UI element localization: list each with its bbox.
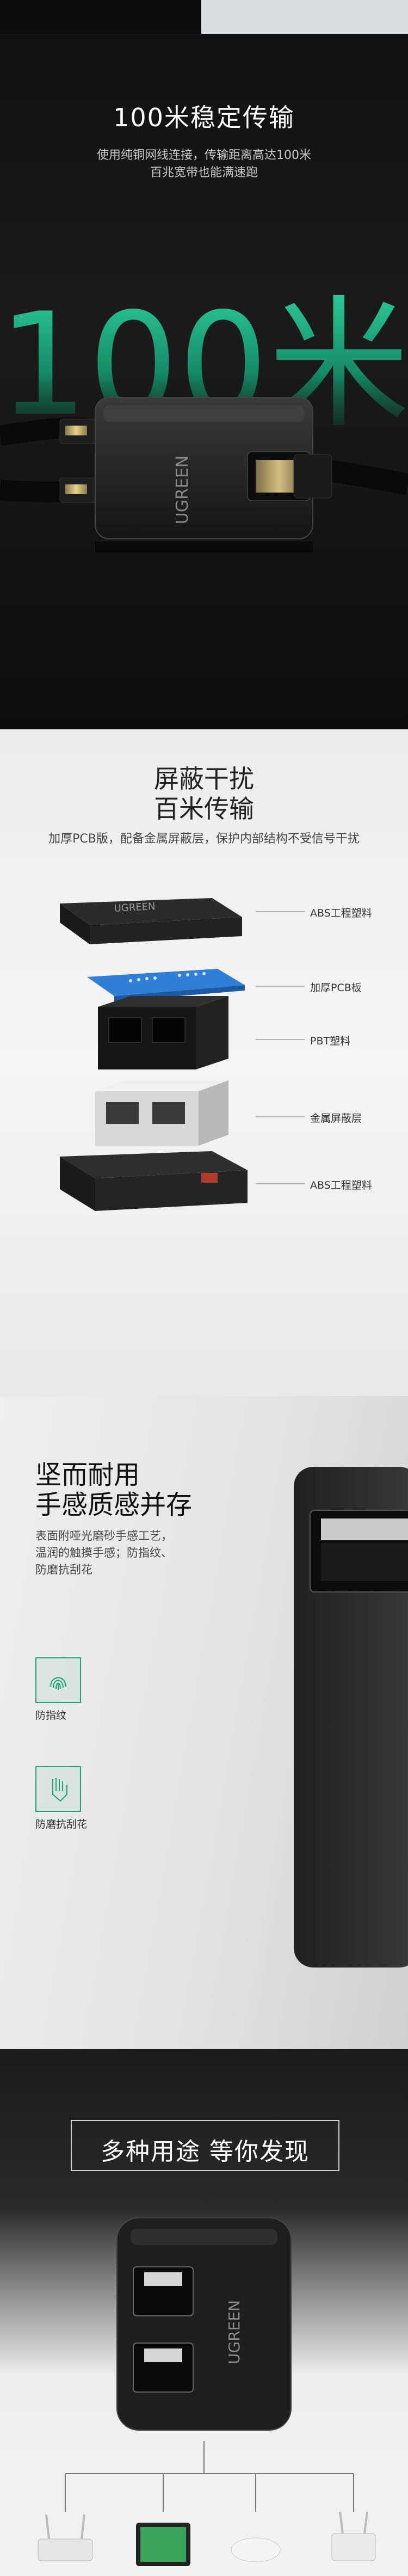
device-access-point (331, 2511, 376, 2561)
scratch-resistant-icon (35, 1766, 81, 1812)
layer-label-abs-bottom: ABS工程塑料 (310, 1179, 372, 1191)
top-strip-light (201, 0, 408, 34)
brand-logo-ugreen-exploded: UGREEN (114, 901, 156, 914)
section-shielding: 屏蔽干扰 百米传输 加厚PCB版，配备金属屏蔽层，保护内部结构不受信号干扰 UG… (0, 729, 408, 1396)
section1-illustration: 100米 UGREEN (0, 283, 408, 552)
layer-label-metal: 金属屏蔽层 (310, 1112, 362, 1124)
section-durability: 坚而耐用 手感质感并存 表面附哑光磨砂手感工艺， 温润的触摸手感；防指纹、 防磨… (0, 1396, 408, 2049)
layer-metal-shield (95, 1080, 228, 1146)
section3-desc-line1: 表面附哑光磨砂手感工艺， (35, 1529, 172, 1542)
section1-desc-line2: 百兆宽带也能满速跑 (150, 166, 258, 180)
uses-illustration: UGREEN (38, 2217, 376, 2566)
device-modem (231, 2537, 281, 2562)
brand-logo-ugreen: UGREEN (173, 456, 192, 524)
section-transmission: 100米稳定传输 使用纯铜网线连接，传输距离高达100米 百兆宽带也能满速跑 1… (0, 0, 408, 729)
device-tablet (136, 2523, 190, 2566)
section3-title-line2: 手感质感并存 (35, 1490, 193, 1520)
coupler-closeup (294, 1467, 408, 1968)
layer-pbt (98, 996, 228, 1069)
section1-description: 使用纯铜网线连接，传输距离高达100米 百兆宽带也能满速跑 (0, 147, 408, 182)
section1-title: 100米稳定传输 (113, 103, 295, 132)
section4-title: 多种用途 等你发现 (101, 2138, 310, 2166)
section3-desc-line2: 温润的触摸手感；防指纹、 (35, 1546, 172, 1559)
layer-abs-top: UGREEN (60, 898, 242, 944)
device-router (38, 2514, 93, 2561)
section3-description: 表面附哑光磨砂手感工艺， 温润的触摸手感；防指纹、 防磨抗刮花 (35, 1528, 172, 1578)
section2-title-line1: 屏蔽干扰 (154, 764, 254, 794)
brand-logo-ugreen-uses: UGREEN (225, 2300, 243, 2364)
section2-subtitle: 加厚PCB版，配备金属屏蔽层，保护内部结构不受信号干扰 (48, 832, 360, 846)
section-uses: 多种用途 等你发现 UGREEN (0, 2049, 408, 2576)
section3-title-line1: 坚而耐用 (35, 1460, 140, 1490)
layer-abs-bottom (60, 1151, 248, 1211)
feature-label-scratch: 防磨抗刮花 (35, 1818, 88, 1830)
exploded-view: UGREEN (60, 898, 305, 1211)
layer-label-pcb: 加厚PCB板 (310, 982, 362, 994)
section1-desc-line1: 使用纯铜网线连接，传输距离高达100米 (97, 149, 311, 162)
layer-label-abs-top: ABS工程塑料 (310, 907, 372, 919)
layer-label-pbt: PBT塑料 (310, 1035, 351, 1047)
feature-label-fingerprint: 防指纹 (35, 1710, 67, 1722)
section2-title-line2: 百米传输 (154, 794, 254, 823)
section3-desc-line3: 防磨抗刮花 (35, 1563, 92, 1576)
section4-title-box: 多种用途 等你发现 (71, 2120, 339, 2171)
fingerprint-icon (35, 1657, 81, 1703)
